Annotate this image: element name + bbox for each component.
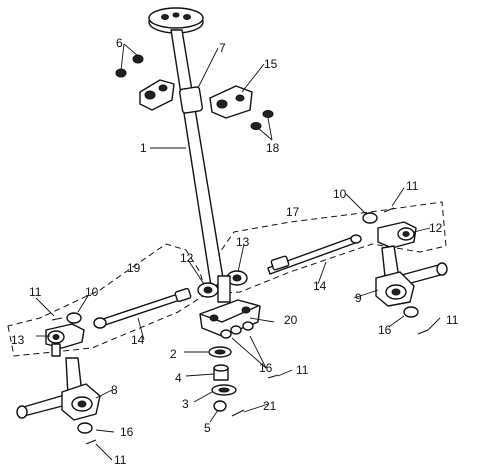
handlebar-mount-plate (148, 7, 204, 34)
castle-nut-item-10 (66, 212, 378, 324)
callout-11-mid: 11 (296, 363, 309, 377)
callout-8: 8 (111, 383, 118, 397)
tie-rod-group-outline-left (7, 243, 207, 357)
callout-14-right: 14 (313, 279, 327, 293)
callout-4: 4 (175, 371, 182, 385)
callout-11-left: 11 (29, 285, 42, 299)
nut-item-6 (115, 54, 144, 78)
callout-labels: 6 7 15 18 1 17 10 11 12 13 12 19 14 9 11… (11, 36, 459, 467)
callout-5: 5 (204, 421, 211, 435)
spindle-right (375, 245, 448, 307)
upper-bushing-left (139, 79, 175, 111)
callout-2: 2 (170, 347, 177, 361)
lock-nut-item-16 (77, 306, 419, 434)
spindle-left (16, 357, 101, 421)
callout-1: 1 (140, 141, 147, 155)
upper-bushing-clamp (209, 85, 253, 119)
callout-10-left: 10 (85, 285, 99, 299)
callout-13-left: 13 (11, 333, 25, 347)
tie-rod-group-outline-right (205, 201, 447, 295)
tie-rod-end-left (45, 323, 85, 357)
callout-12-center: 12 (180, 251, 194, 265)
callout-16-center: 16 (259, 361, 273, 375)
callout-3: 3 (182, 397, 189, 411)
callout-13-center: 13 (236, 235, 250, 249)
callout-11-top: 11 (406, 179, 419, 193)
callout-11-right: 11 (446, 313, 459, 327)
tie-rod-end-right (377, 221, 417, 249)
callout-20: 20 (284, 313, 298, 327)
callout-19: 19 (127, 261, 141, 275)
callout-6: 6 (116, 36, 123, 50)
lower-bearing-stack (208, 346, 237, 412)
callout-21: 21 (263, 399, 277, 413)
callout-17: 17 (286, 205, 300, 219)
tie-rod-right (267, 234, 362, 275)
callout-14-left: 14 (131, 333, 145, 347)
callout-15: 15 (264, 57, 278, 71)
callout-7: 7 (219, 41, 226, 55)
bolt-item-18 (250, 110, 274, 130)
tie-rod-left (93, 287, 192, 329)
leader-lines (35, 43, 441, 461)
pin-item-21 (231, 409, 245, 417)
callout-18: 18 (266, 141, 280, 155)
callout-12-right: 12 (429, 221, 443, 235)
callout-16-left: 16 (120, 425, 134, 439)
center-rod-end-joints (197, 270, 248, 303)
callout-11-bottom: 11 (114, 453, 127, 467)
cotter-pin-item-11 (51, 207, 429, 445)
callout-10-right: 10 (333, 187, 347, 201)
callout-9: 9 (355, 291, 362, 305)
callout-16-right: 16 (378, 323, 392, 337)
